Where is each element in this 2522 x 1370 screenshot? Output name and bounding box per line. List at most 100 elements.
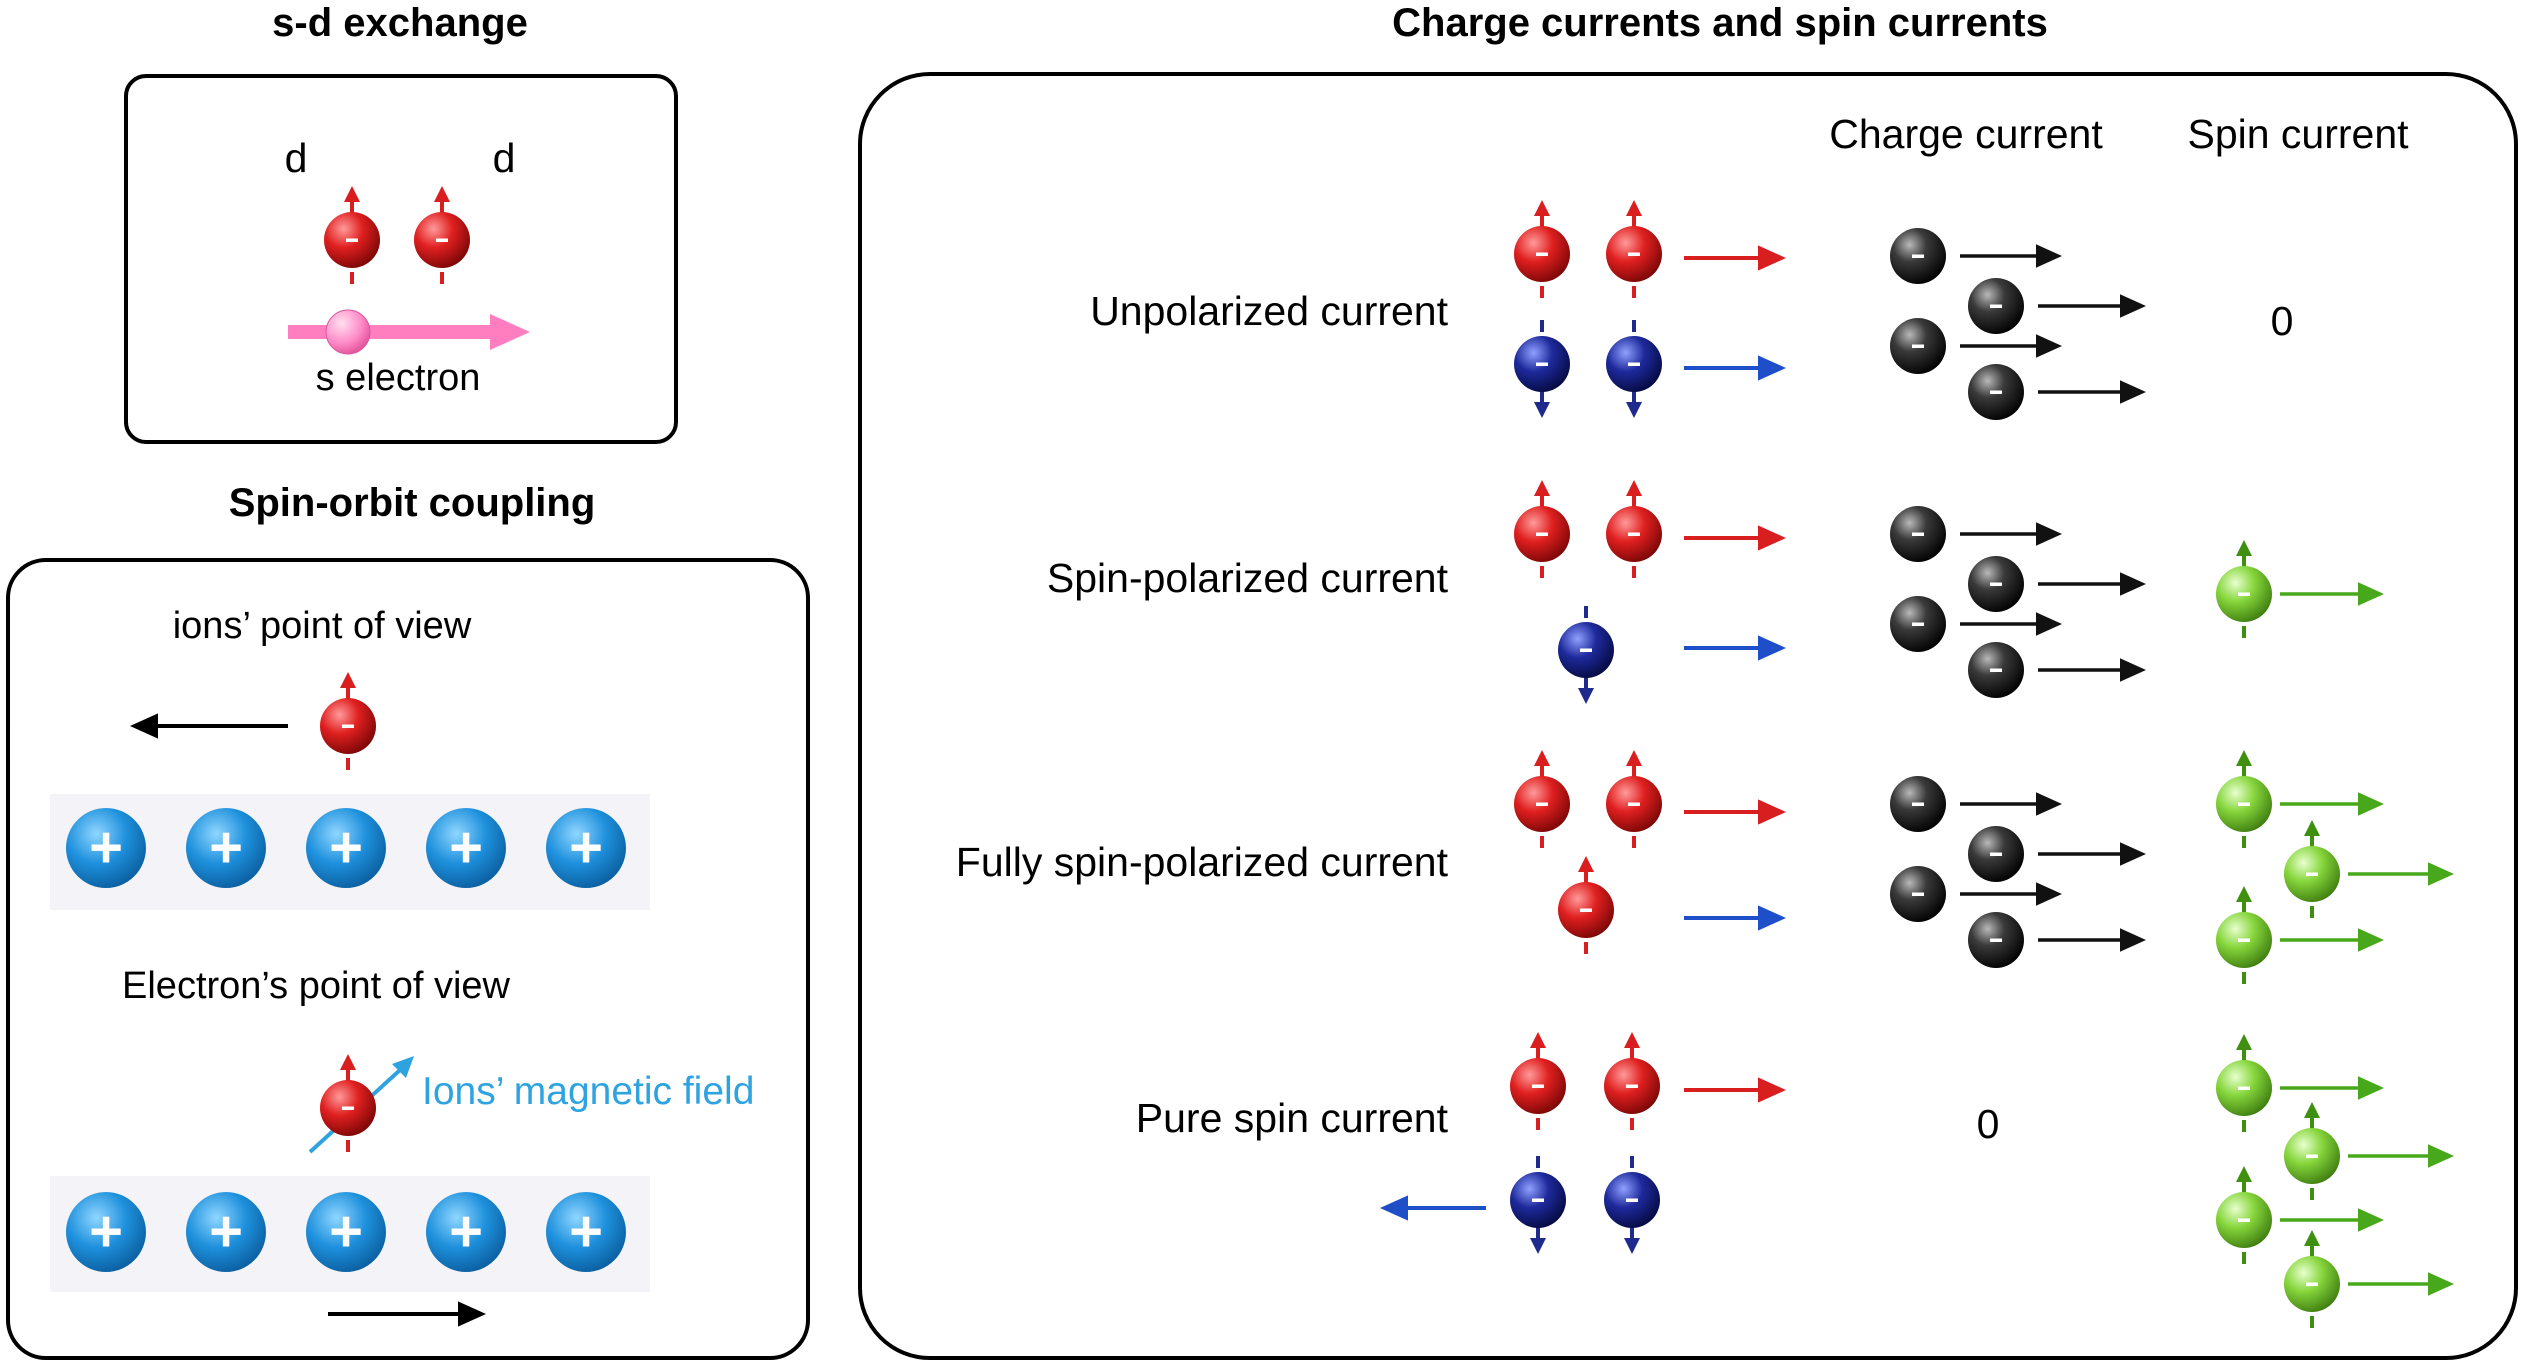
ion-plus-sign: + [89, 1199, 123, 1264]
minus-sign [1912, 802, 1924, 806]
spin-arrowhead [2304, 1102, 2320, 1118]
arrow-head [1758, 635, 1786, 661]
ion-ball [546, 808, 626, 888]
s-electron-label: s electron [316, 357, 481, 399]
charge-arrow [1960, 244, 2062, 268]
charge-arrow [1960, 522, 2062, 546]
charge-arrow [2038, 658, 2146, 682]
electron-ions-view [320, 672, 376, 770]
d-electron-right [414, 186, 470, 284]
ion-ball [66, 808, 146, 888]
d-label-left: d [285, 135, 308, 181]
arrow-head [2036, 882, 2062, 906]
spin-arrowhead [2236, 750, 2252, 766]
ion-plus-sign: + [209, 1199, 243, 1264]
spin-current-electron [2216, 1166, 2272, 1264]
currents-title: Charge currents and spin currents [1392, 1, 2048, 45]
spin-current-electron [2284, 1102, 2340, 1200]
arrow-head [2036, 792, 2062, 816]
charge-electron [1890, 866, 1946, 922]
minus-sign [1912, 622, 1924, 626]
arrow-head [2358, 1208, 2384, 1232]
positive-ion: + [426, 808, 506, 888]
ions-motion-arrow [130, 713, 288, 739]
arrow-head [458, 1301, 486, 1327]
spin-arrowhead [1534, 750, 1550, 766]
spin-down-arrow [1684, 635, 1786, 661]
minus-sign [1536, 252, 1548, 256]
charge-electron [1968, 556, 2024, 612]
minus-sign [1912, 532, 1924, 536]
minus-sign [1580, 648, 1592, 652]
ion-ball [426, 1192, 506, 1272]
minus-sign [2306, 1282, 2318, 1286]
arrow-head [2036, 522, 2062, 546]
spin-current-electron [2284, 1230, 2340, 1328]
charge-electron [1968, 826, 2024, 882]
arrow-head [2428, 1272, 2454, 1296]
spin-current-arrow [2348, 1144, 2454, 1168]
spin-up-electron [1514, 480, 1570, 578]
spin-current-header: Spin current [2187, 111, 2409, 157]
spin-up-electron [1510, 1032, 1566, 1130]
spin-arrowhead [2304, 820, 2320, 836]
minus-sign [2238, 1218, 2250, 1222]
ion-plus-sign: + [569, 1199, 603, 1264]
minus-sign [1990, 582, 2002, 586]
charge-electron [1890, 318, 1946, 374]
charge-electron [1968, 912, 2024, 968]
spin-arrowhead [1626, 750, 1642, 766]
spin-arrowhead [344, 186, 360, 202]
minus-sign [1628, 362, 1640, 366]
minus-sign [346, 238, 358, 242]
spin-down-electron [1514, 320, 1570, 418]
electron-electron-view [320, 1054, 376, 1152]
spin-current-electron [2216, 750, 2272, 848]
ion-ball [186, 808, 266, 888]
spin-down-electron [1604, 1156, 1660, 1254]
minus-sign [1990, 304, 2002, 308]
charge-electron [1890, 228, 1946, 284]
spin-arrowhead [1626, 200, 1642, 216]
minus-sign [1628, 252, 1640, 256]
charge-arrow [1960, 612, 2062, 636]
positive-ion: + [186, 1192, 266, 1272]
charge-electron [1968, 364, 2024, 420]
spin-arrowhead [1624, 1238, 1640, 1254]
minus-sign [1536, 532, 1548, 536]
spin-current-arrow [2348, 862, 2454, 886]
minus-sign [1990, 938, 2002, 942]
arrow-head [2120, 294, 2146, 318]
ion-ball [306, 808, 386, 888]
minus-sign [1532, 1084, 1544, 1088]
spin-arrowhead [1530, 1032, 1546, 1048]
spin-arrowhead [1578, 856, 1594, 872]
charge-arrow [2038, 380, 2146, 404]
electron-frame-ions-arrow [328, 1301, 486, 1327]
spin-up-electron [1604, 1032, 1660, 1130]
minus-sign [342, 724, 354, 728]
spin-value-unpolarized: 0 [2271, 298, 2294, 344]
sd-panel-frame [124, 74, 678, 444]
d-label-right: d [493, 135, 516, 181]
spin-up-electron [1514, 200, 1570, 298]
spin-current-arrow [2280, 792, 2384, 816]
spin-current-arrow [2280, 582, 2384, 606]
minus-sign [342, 1106, 354, 1110]
spin-current-electron [2284, 820, 2340, 918]
arrow-head [2120, 842, 2146, 866]
minus-sign [1990, 852, 2002, 856]
spin-up-arrow [1684, 799, 1786, 825]
minus-sign [1990, 668, 2002, 672]
minus-sign [2238, 802, 2250, 806]
ion-ball [426, 808, 506, 888]
minus-sign [1536, 802, 1548, 806]
spin-arrowhead [340, 672, 356, 688]
arrow-head [2358, 928, 2384, 952]
arrow-head [1758, 905, 1786, 931]
charge-arrow [2038, 928, 2146, 952]
spin-arrowhead [1530, 1238, 1546, 1254]
arrow-head [1758, 245, 1786, 271]
ion-plus-sign: + [449, 815, 483, 880]
